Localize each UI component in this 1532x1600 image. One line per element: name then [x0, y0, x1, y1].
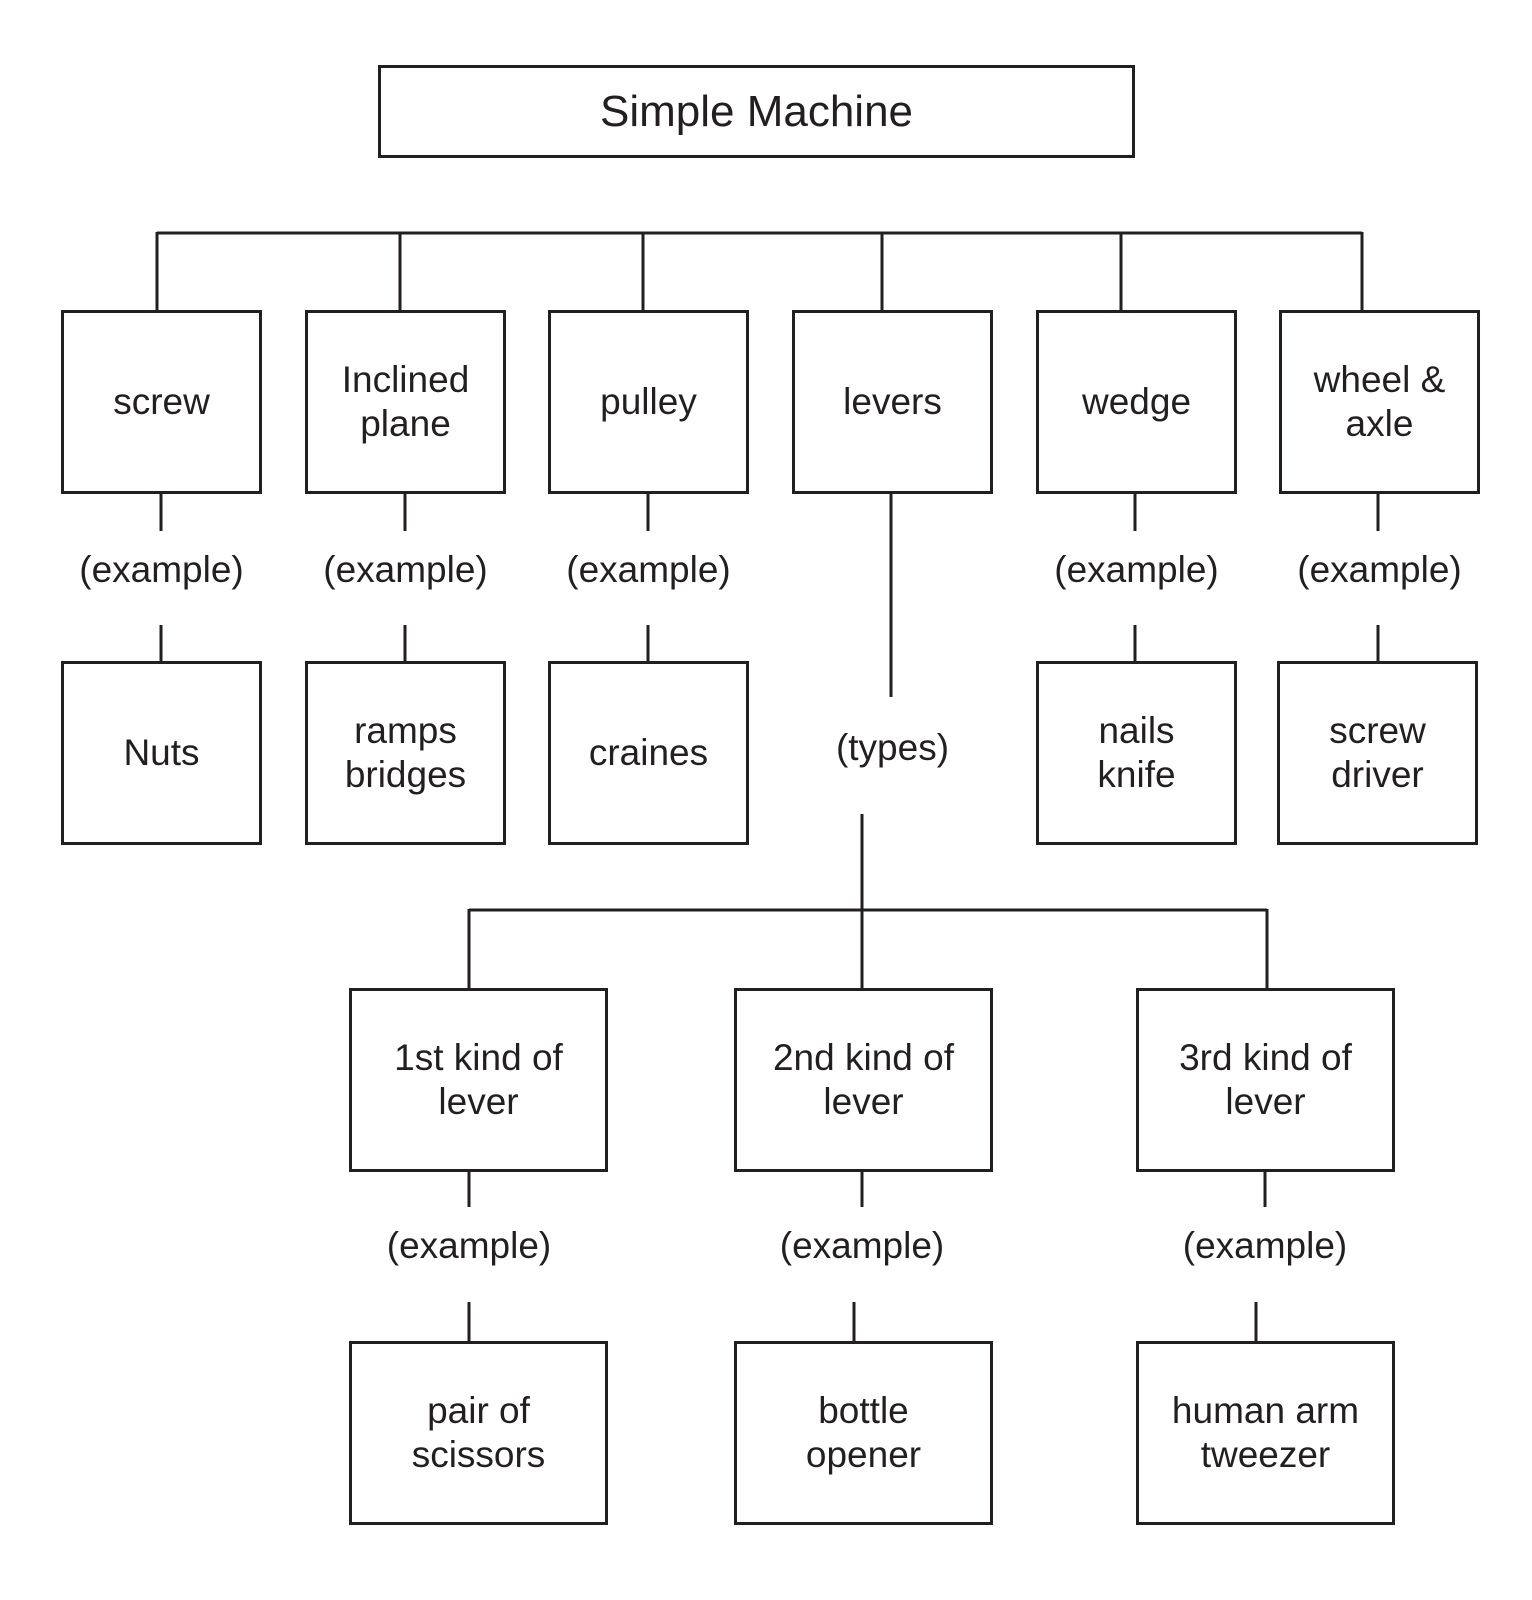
machine-label: screw [113, 381, 210, 422]
example-text: Nuts [123, 732, 200, 773]
example-box-nuts: Nuts [61, 661, 262, 845]
machine-box-screw: screw [61, 310, 262, 494]
example-label: (example) [323, 549, 488, 590]
lever-type-label: 3rd kind of lever [1179, 1037, 1352, 1122]
lever-type-box-2nd: 2nd kind of lever [734, 988, 993, 1172]
machine-box-wedge: wedge [1036, 310, 1237, 494]
machine-label: levers [843, 381, 942, 422]
example-text: human arm tweezer [1171, 1390, 1360, 1475]
machine-box-pulley: pulley [548, 310, 749, 494]
example-label: (example) [1054, 549, 1219, 590]
example-text: screw driver [1329, 710, 1426, 795]
title-box: Simple Machine [378, 65, 1135, 158]
example-label: (example) [779, 1225, 945, 1266]
machine-label: wedge [1081, 381, 1192, 422]
example-box-nails: nails knife [1036, 661, 1237, 845]
lever-type-box-3rd: 3rd kind of lever [1136, 988, 1395, 1172]
machine-label: pulley [600, 381, 697, 422]
example-text: bottle opener [805, 1390, 922, 1475]
machine-box-inclined-plane: Inclined plane [305, 310, 506, 494]
example-box-ramps: ramps bridges [305, 661, 506, 845]
machine-label: Inclined plane [341, 359, 470, 444]
example-box-screwdriver: screw driver [1277, 661, 1478, 845]
example-text: craines [588, 732, 709, 773]
lever-example-box-bottle-opener: bottle opener [734, 1341, 993, 1525]
lever-type-label: 2nd kind of lever [772, 1037, 955, 1122]
lever-type-box-1st: 1st kind of lever [349, 988, 608, 1172]
example-label: (example) [1182, 1225, 1348, 1266]
machine-label: wheel & axle [1313, 359, 1446, 444]
types-label: (types) [835, 727, 950, 768]
example-label: (example) [79, 549, 244, 590]
example-label: (example) [386, 1225, 552, 1266]
example-text: nails knife [1097, 710, 1176, 795]
machine-box-levers: levers [792, 310, 993, 494]
title-text: Simple Machine [599, 86, 914, 136]
example-label: (example) [566, 549, 731, 590]
example-label: (example) [1297, 549, 1462, 590]
example-box-craines: craines [548, 661, 749, 845]
lever-example-box-scissors: pair of scissors [349, 1341, 608, 1525]
example-text: ramps bridges [344, 710, 467, 795]
example-text: pair of scissors [411, 1390, 546, 1475]
lever-example-box-human-arm: human arm tweezer [1136, 1341, 1395, 1525]
lever-type-label: 1st kind of lever [394, 1037, 563, 1122]
machine-box-wheel-axle: wheel & axle [1279, 310, 1480, 494]
